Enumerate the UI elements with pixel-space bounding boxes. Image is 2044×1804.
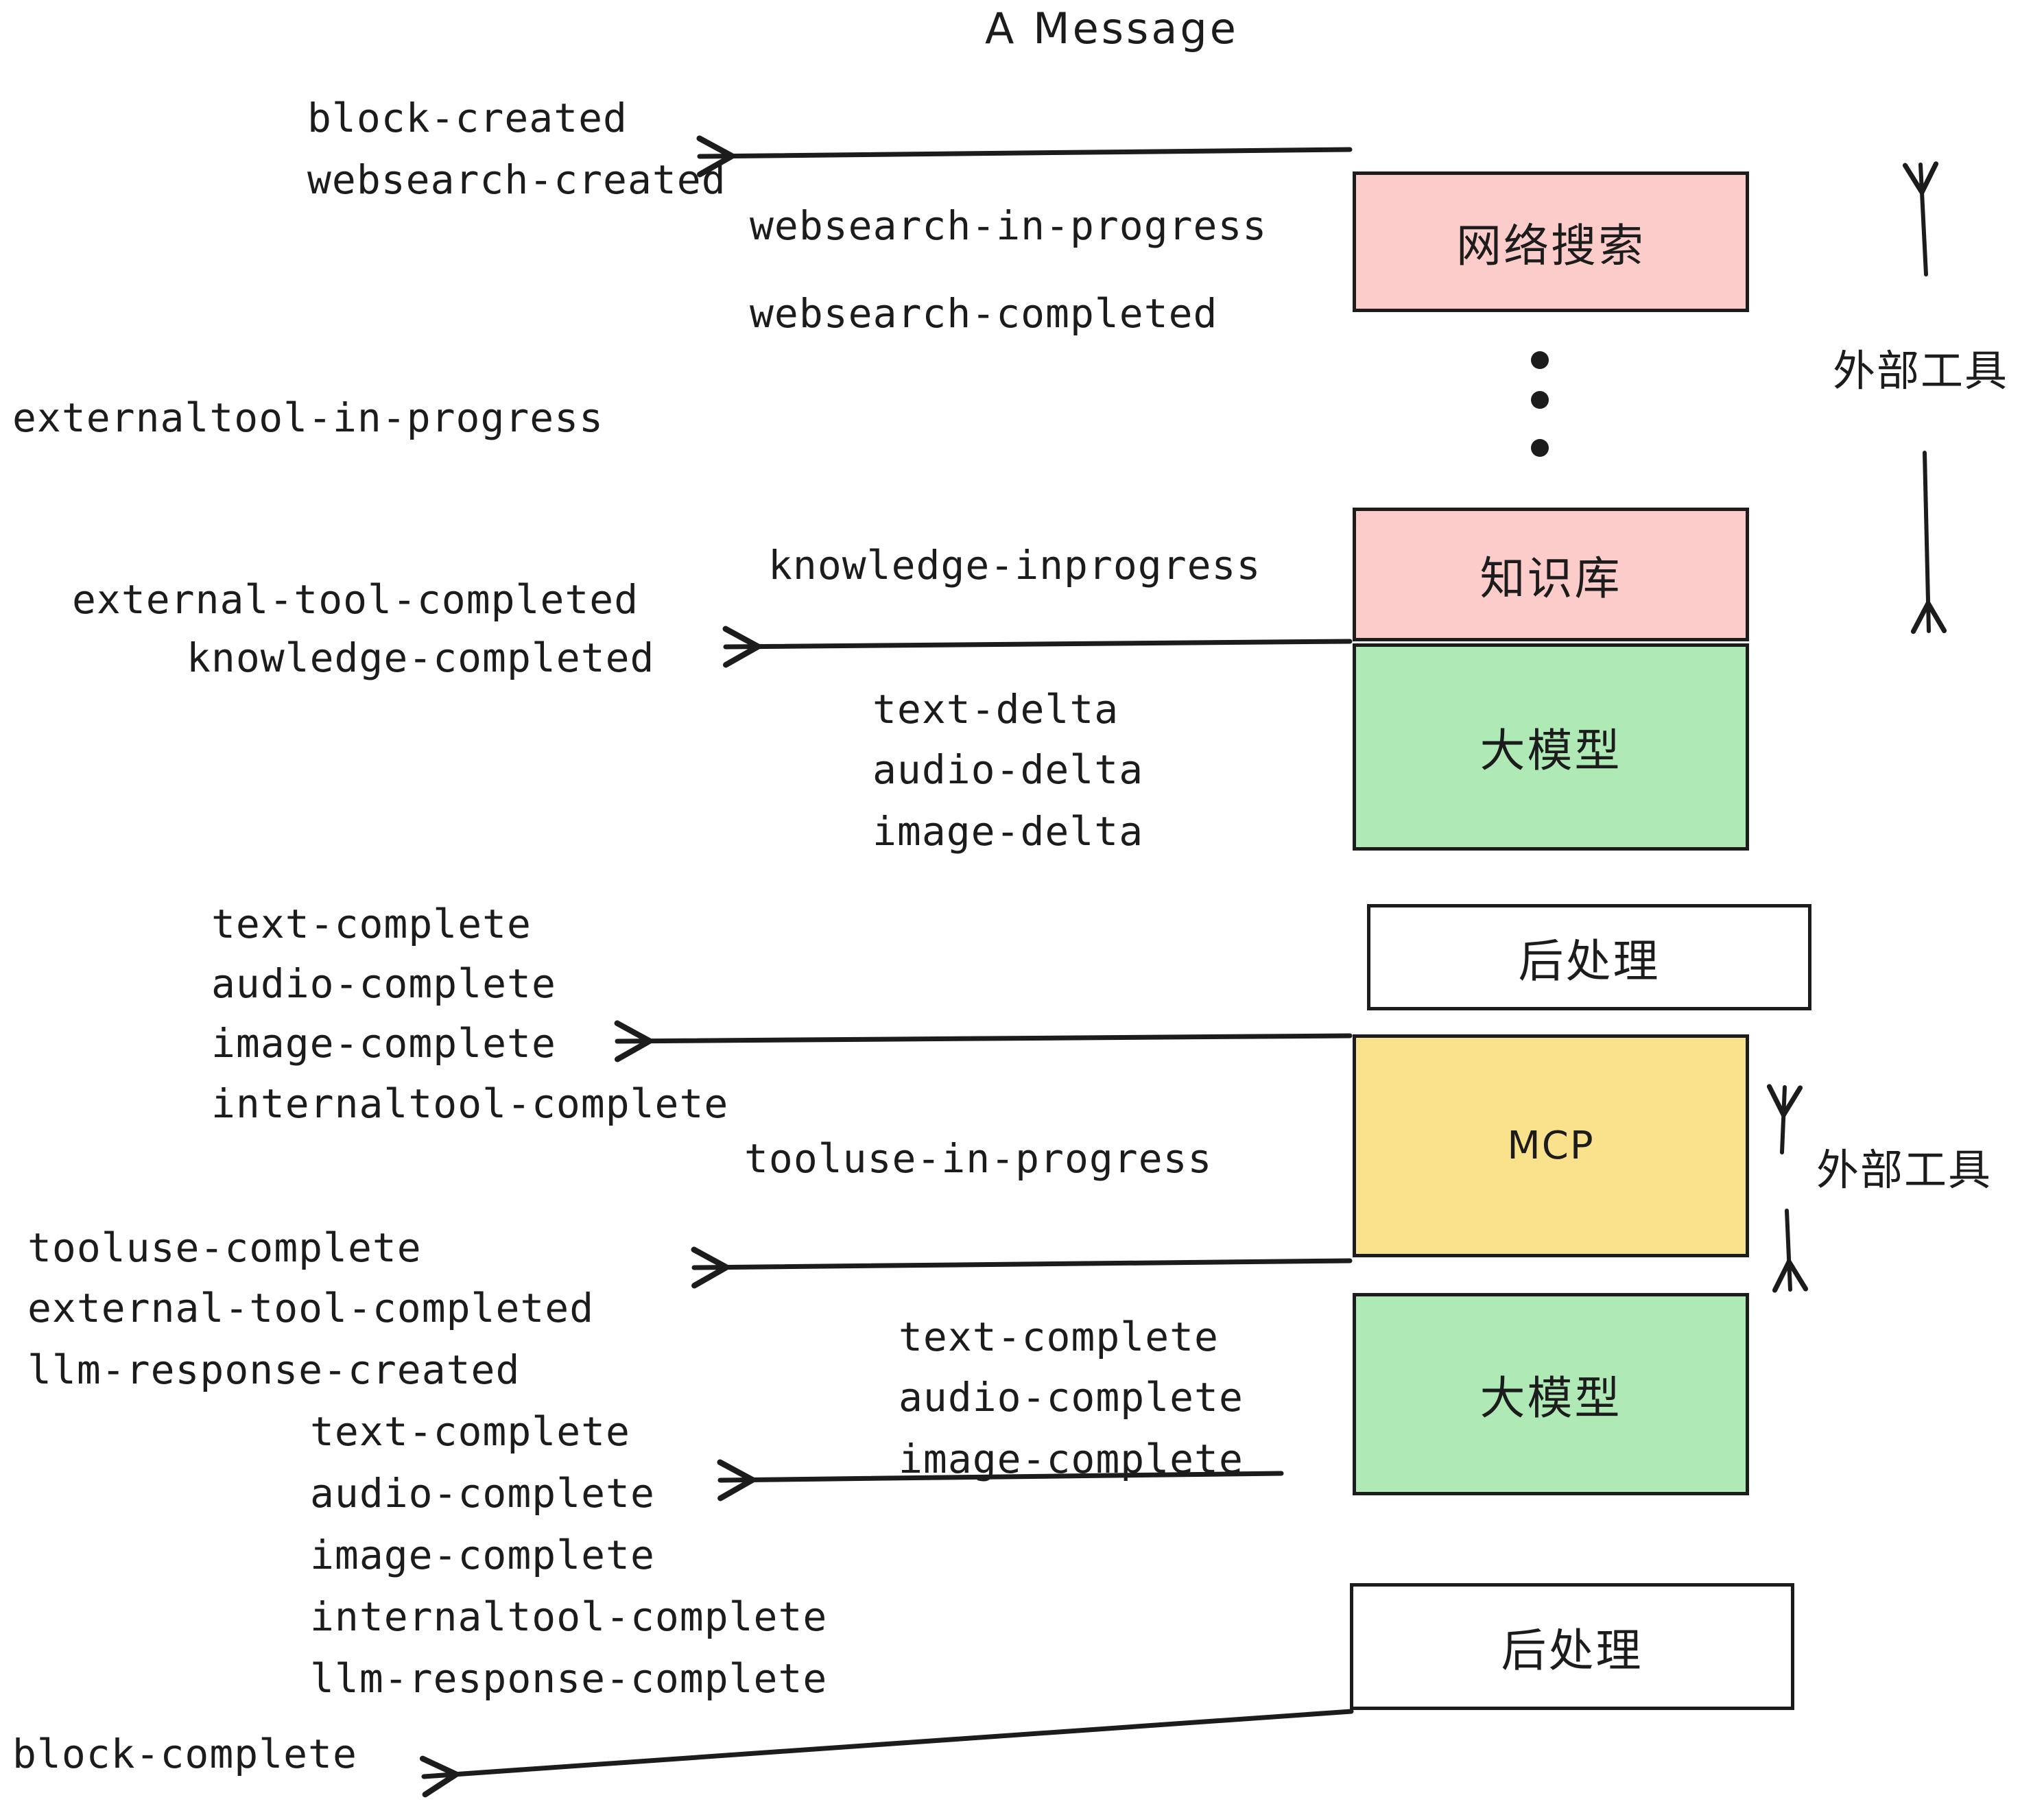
arrow-mcp-to-tooluse-complete [691, 1246, 1353, 1289]
node-postprocess-2[interactable]: 后处理 [1350, 1583, 1794, 1710]
arrow-external-tools-top-down [1910, 451, 1947, 634]
event-label-audio-delta-1: audio-delta [872, 746, 1144, 793]
event-label-tooluse-complete: tooluse-complete [27, 1224, 422, 1271]
event-label-block-complete: block-complete [12, 1731, 357, 1777]
event-label-image-delta-2: image-complete [899, 1436, 1244, 1482]
side-label-external-tools-bottom: 外部工具 [1816, 1145, 1993, 1195]
event-label-tooluse-in-progress: tooluse-in-progress [744, 1135, 1213, 1182]
event-label-image-delta-1: image-delta [872, 808, 1144, 855]
arrow-external-tools-bottom-up [1766, 1084, 1803, 1154]
event-label-text-complete-2: text-complete [310, 1408, 630, 1455]
arrow-external-tools-top-up [1902, 161, 1939, 276]
event-label-externaltool-in-progress: externaltool-in-progress [12, 394, 604, 441]
event-label-llm-response-complete: llm-response-complete [310, 1655, 828, 1702]
event-label-knowledge-inprogress: knowledge-inprogress [768, 542, 1261, 589]
event-label-internaltool-complete-1: internaltool-complete [211, 1080, 729, 1127]
event-label-block-created: block-created [307, 95, 628, 141]
node-knowledge[interactable]: 知识库 [1353, 508, 1749, 641]
node-llm-2[interactable]: 大模型 [1353, 1293, 1749, 1495]
event-label-external-tool-completed-2: external-tool-completed [27, 1285, 595, 1331]
node-postprocess-1-label: 后处理 [1518, 934, 1661, 988]
arrow-postprocess2-to-block-complete [419, 1709, 1354, 1798]
event-label-audio-complete-2: audio-complete [310, 1470, 655, 1517]
node-websearch-label: 网络搜索 [1456, 219, 1645, 272]
event-label-text-complete-1: text-complete [211, 901, 532, 947]
arrow-external-tools-bottom-down [1772, 1209, 1809, 1293]
event-label-websearch-completed: websearch-completed [750, 290, 1218, 337]
arrow-knowledge-to-completed [722, 626, 1353, 668]
node-mcp[interactable]: MCP [1353, 1034, 1749, 1257]
node-mcp-label: MCP [1507, 1124, 1595, 1168]
arrow-websearch-to-created [696, 135, 1353, 178]
ellipsis-dot-1 [1531, 351, 1549, 369]
event-label-knowledge-completed: knowledge-completed [187, 634, 655, 681]
event-label-llm-response-created: llm-response-created [27, 1346, 521, 1393]
event-label-audio-delta-2: audio-complete [899, 1374, 1244, 1421]
node-llm-1-label: 大模型 [1479, 724, 1622, 777]
event-label-external-tool-completed-1: external-tool-completed [72, 576, 639, 623]
side-label-external-tools-top: 外部工具 [1833, 346, 2009, 396]
ellipsis-dot-2 [1531, 391, 1549, 409]
event-label-websearch-in-progress: websearch-in-progress [750, 202, 1268, 249]
event-label-image-complete-2: image-complete [310, 1532, 655, 1578]
event-label-internaltool-complete-2: internaltool-complete [310, 1593, 828, 1640]
node-llm-1[interactable]: 大模型 [1353, 643, 1749, 851]
ellipsis-dot-3 [1531, 439, 1549, 457]
diagram-title: A Message [985, 3, 1239, 54]
node-llm-2-label: 大模型 [1479, 1371, 1622, 1425]
event-label-text-delta-2: text-complete [899, 1314, 1219, 1360]
node-postprocess-2-label: 后处理 [1501, 1624, 1643, 1677]
node-knowledge-label: 知识库 [1479, 551, 1622, 605]
arrow-postprocess1-to-image-complete [614, 1020, 1353, 1063]
event-label-audio-complete-1: audio-complete [211, 960, 556, 1007]
event-label-image-complete-1: image-complete [211, 1020, 556, 1067]
node-postprocess-1[interactable]: 后处理 [1367, 904, 1811, 1010]
event-label-websearch-created: websearch-created [307, 156, 726, 203]
node-websearch[interactable]: 网络搜索 [1353, 171, 1749, 312]
event-label-text-delta-1: text-delta [872, 686, 1119, 733]
